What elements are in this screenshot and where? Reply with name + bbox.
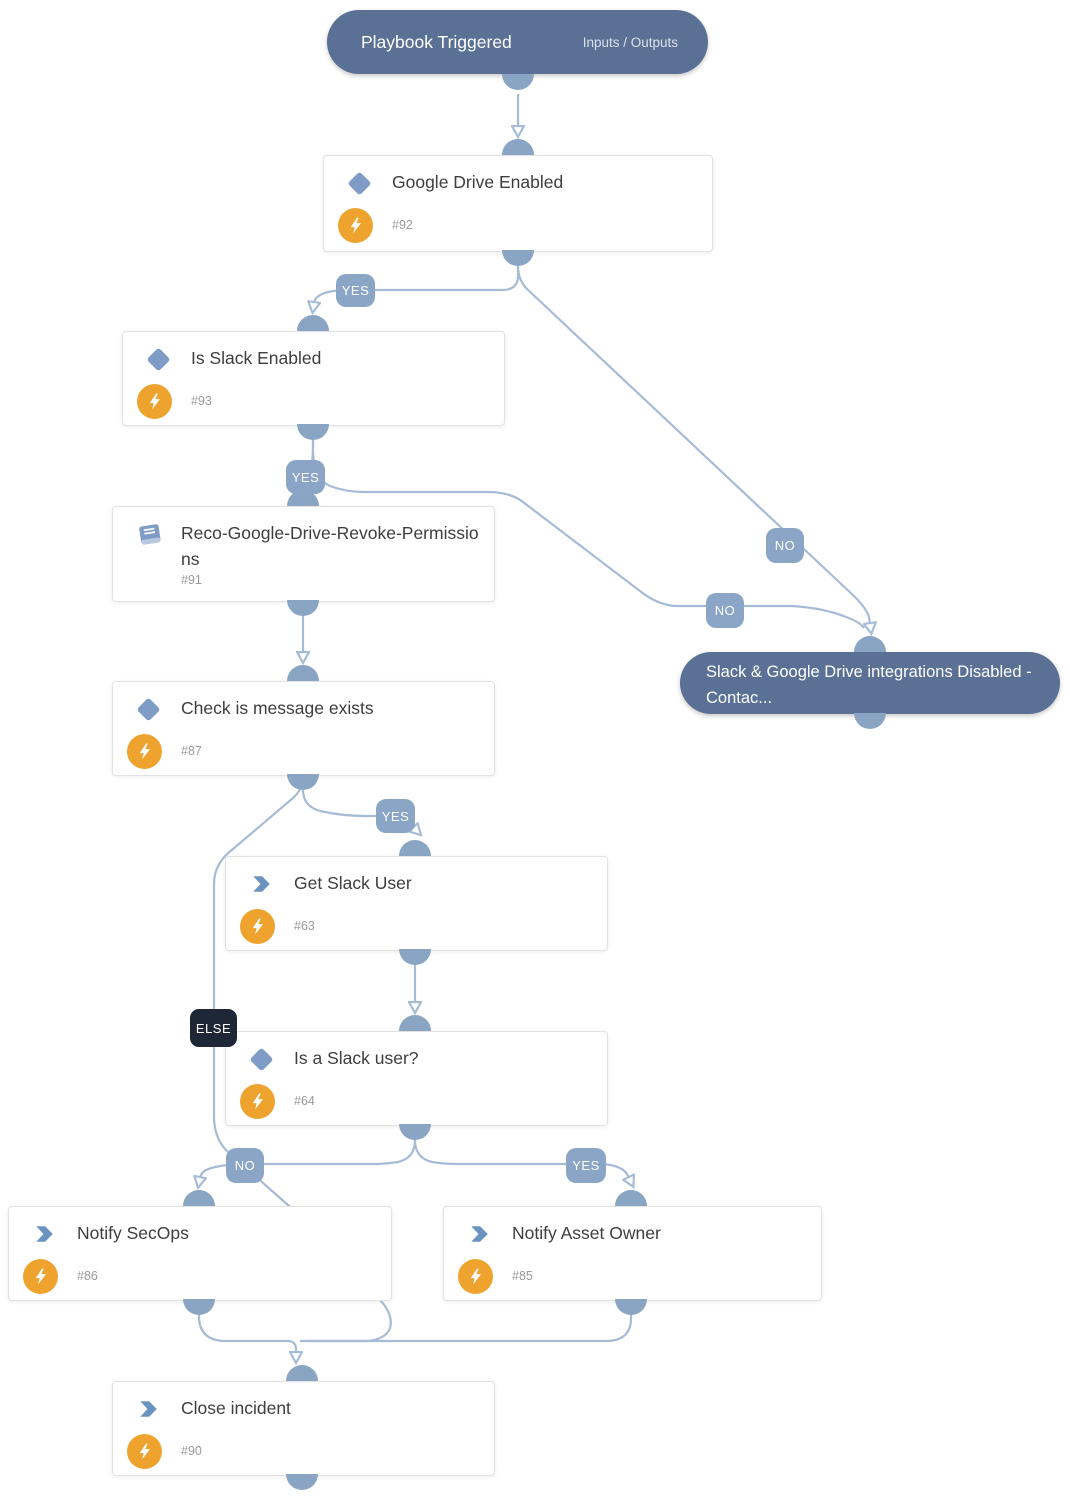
automation-bolt-icon [338, 208, 373, 243]
edge-assetowner-to-close [300, 1301, 633, 1343]
connector-dot [183, 1190, 215, 1206]
edge-secops-to-close [197, 1301, 296, 1353]
node-is-slack-enabled[interactable]: Is Slack Enabled #93 [122, 331, 505, 426]
connector-dot [615, 1299, 647, 1315]
connector-dot [854, 636, 886, 652]
connector-dot [502, 74, 534, 90]
edge-slack-no [311, 426, 865, 629]
condition-diamond-icon [249, 1047, 274, 1072]
edge-label-no: NO [226, 1148, 264, 1183]
connector-dot [502, 250, 534, 266]
node-reco-google-drive-revoke-permissions[interactable]: Reco-Google-Drive-Revoke-Permissions #91 [112, 506, 495, 602]
automation-bolt-icon [127, 1434, 162, 1469]
end-node-integrations-disabled[interactable]: Slack & Google Drive integrations Disabl… [680, 652, 1060, 714]
connector-dot [183, 1299, 215, 1315]
condition-diamond-icon [347, 171, 372, 196]
node-title: Close incident [181, 1398, 291, 1418]
edge-label-yes: YES [566, 1148, 606, 1183]
node-title: Notify SecOps [77, 1223, 189, 1243]
task-number: #87 [181, 744, 202, 758]
task-number: #85 [512, 1269, 533, 1283]
task-number: #90 [181, 1444, 202, 1458]
automation-bolt-icon [458, 1259, 493, 1294]
edge-gdrive-no-diagonal [516, 252, 870, 624]
automation-bolt-icon [137, 384, 172, 419]
condition-diamond-icon [146, 347, 171, 372]
node-title: Reco-Google-Drive-Revoke-Permissions [181, 523, 479, 569]
edge-label-else: ELSE [190, 1009, 237, 1047]
end-node-title: Slack & Google Drive integrations Disabl… [706, 663, 1032, 707]
task-chevron-icon [137, 1398, 161, 1422]
connector-dot [399, 840, 431, 856]
automation-bolt-icon [23, 1259, 58, 1294]
connector-dot [287, 774, 319, 790]
connector-dot [399, 1015, 431, 1031]
node-title: Is Slack Enabled [191, 348, 322, 368]
edge-isuser-no [200, 1126, 417, 1178]
task-number: #64 [294, 1094, 315, 1108]
connector-dot [297, 315, 329, 331]
condition-diamond-icon [136, 697, 161, 722]
connector-dot [615, 1190, 647, 1206]
trigger-title: Playbook Triggered [361, 31, 512, 52]
automation-bolt-icon [240, 909, 275, 944]
task-number: #93 [191, 394, 212, 408]
task-chevron-icon [250, 873, 274, 897]
task-number: #63 [294, 919, 315, 933]
edge-gdrive-yes [314, 252, 520, 303]
node-title: Notify Asset Owner [512, 1223, 661, 1243]
edge-label-yes: YES [336, 274, 375, 307]
sub-playbook-book-icon [137, 523, 161, 547]
node-close-incident[interactable]: Close incident #90 [112, 1381, 495, 1476]
node-notify-secops[interactable]: Notify SecOps #86 [8, 1206, 392, 1301]
connector-dot [399, 949, 431, 965]
connector-dot [286, 1474, 318, 1490]
node-check-is-message-exists[interactable]: Check is message exists #87 [112, 681, 495, 776]
node-title: Get Slack User [294, 873, 412, 893]
connector-dot [502, 139, 534, 155]
connector-dot [399, 1124, 431, 1140]
node-google-drive-enabled[interactable]: Google Drive Enabled #92 [323, 155, 713, 252]
task-number: #91 [181, 573, 202, 587]
edge-label-no: NO [706, 593, 744, 628]
automation-bolt-icon [127, 734, 162, 769]
connector-dot [287, 665, 319, 681]
node-notify-asset-owner[interactable]: Notify Asset Owner #85 [443, 1206, 822, 1301]
edge-label-no: NO [766, 528, 804, 563]
connector-dot [854, 713, 886, 729]
task-chevron-icon [468, 1223, 492, 1247]
task-number: #86 [77, 1269, 98, 1283]
playbook-trigger-node[interactable]: Playbook Triggered Inputs / Outputs [327, 10, 708, 74]
node-title: Is a Slack user? [294, 1048, 419, 1068]
connector-dot [287, 490, 319, 506]
connector-dot [286, 1365, 318, 1381]
edge-label-yes: YES [286, 460, 325, 494]
task-number: #92 [392, 218, 413, 232]
edge-isuser-yes [413, 1126, 629, 1178]
node-get-slack-user[interactable]: Get Slack User #63 [225, 856, 608, 951]
node-title: Check is message exists [181, 698, 374, 718]
connector-dot [287, 600, 319, 616]
node-title: Google Drive Enabled [392, 172, 564, 192]
task-chevron-icon [33, 1223, 57, 1247]
connector-dot [297, 424, 329, 440]
inputs-outputs-link[interactable]: Inputs / Outputs [582, 34, 678, 50]
node-is-a-slack-user[interactable]: Is a Slack user? #64 [225, 1031, 608, 1126]
edge-label-yes: YES [376, 799, 415, 833]
automation-bolt-icon [240, 1084, 275, 1119]
